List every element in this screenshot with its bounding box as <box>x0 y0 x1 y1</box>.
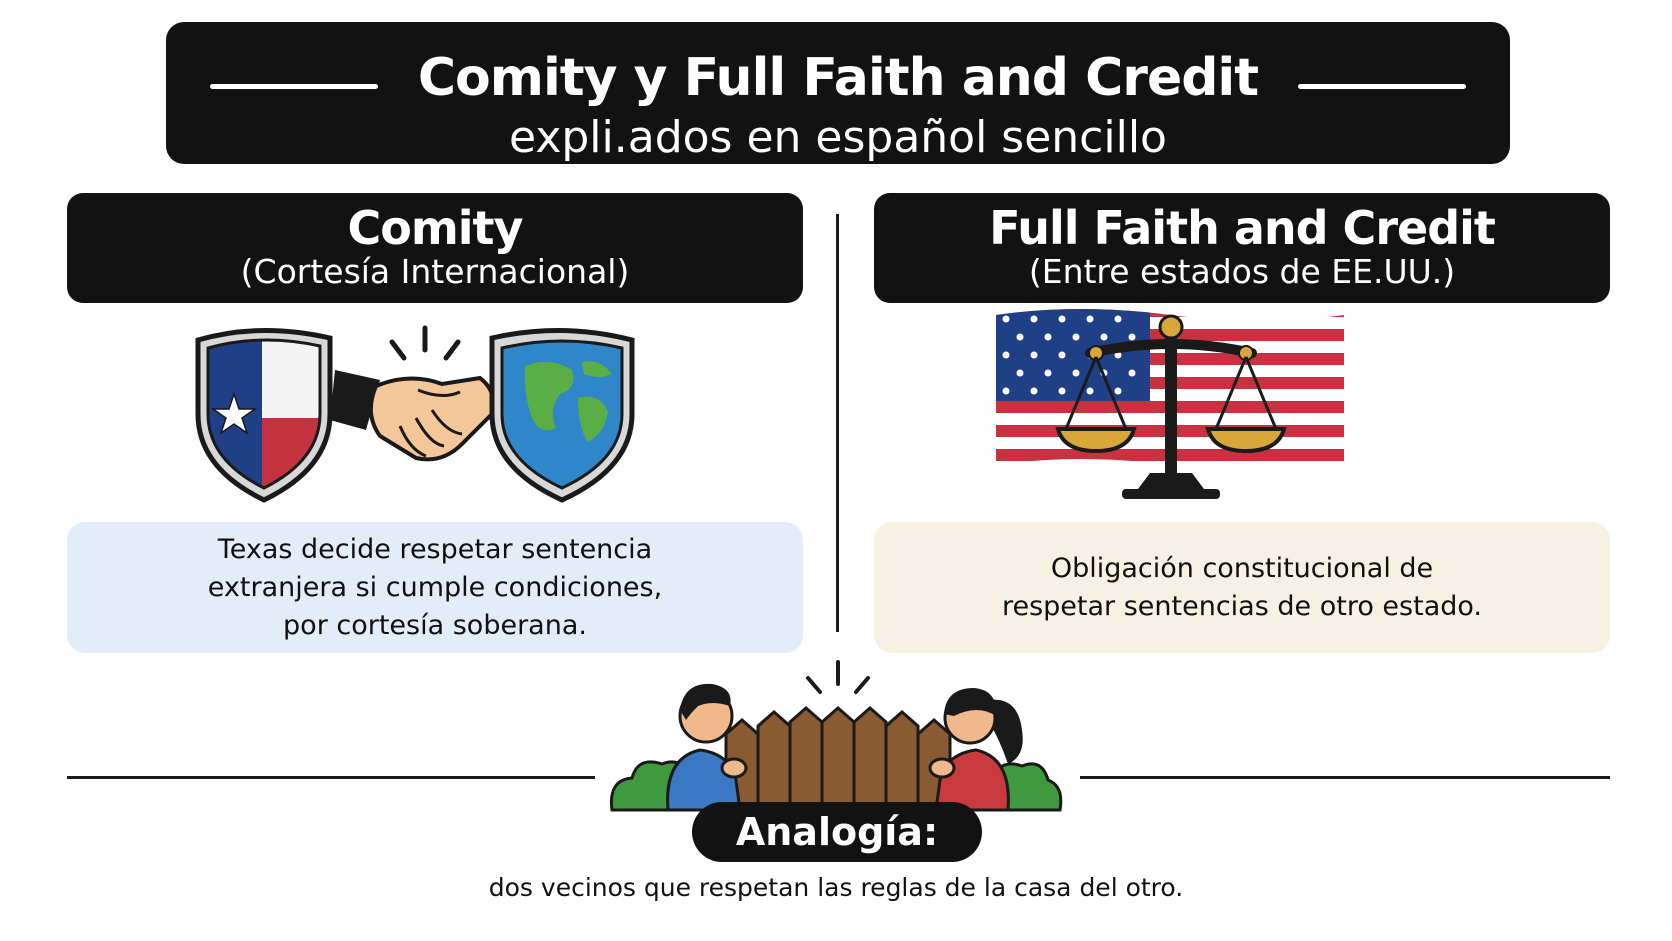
globe-shield-icon <box>489 328 635 503</box>
full-faith-header: Full Faith and Credit (Entre estados de … <box>874 193 1610 303</box>
analogy-rule-left <box>67 776 595 779</box>
full-faith-illustration <box>996 309 1344 499</box>
us-flag-icon <box>996 309 1344 471</box>
analogy-illustration <box>609 660 1063 812</box>
neighbor-woman-icon <box>928 688 1023 812</box>
analogy-label: Analogía: <box>692 802 982 862</box>
analogy-rule-right <box>1080 776 1610 779</box>
texas-flag-shield-icon <box>195 328 333 503</box>
page-title: Comity y Full Faith and Credit <box>417 48 1259 108</box>
neighbor-man-icon <box>666 683 748 812</box>
comity-subtitle: (Cortesía Internacional) <box>240 252 630 291</box>
banner-rule-left <box>210 84 378 89</box>
title-banner: Comity y Full Faith and Credit expli.ado… <box>166 22 1510 164</box>
full-faith-subtitle: (Entre estados de EE.UU.) <box>1028 252 1456 291</box>
page-subtitle: expli.ados en español sencillo <box>509 112 1167 163</box>
wooden-fence-icon <box>724 660 952 812</box>
full-faith-description-box: Obligación constitucional de respetar se… <box>874 522 1610 653</box>
comity-title: Comity <box>347 201 523 255</box>
comity-description-line: Texas decide respetar sentencia <box>217 533 653 565</box>
comity-description-box: Texas decide respetar sentencia extranje… <box>67 522 803 653</box>
comity-illustration <box>195 325 635 503</box>
full-faith-description-line: Obligación constitucional de <box>1050 552 1434 584</box>
scales-of-justice-icon <box>1055 314 1287 499</box>
banner-rule-right <box>1298 84 1466 89</box>
comity-description-line: extranjera si cumple condiciones, <box>207 571 663 603</box>
comity-header: Comity (Cortesía Internacional) <box>67 193 803 303</box>
full-faith-description-line: respetar sentencias de otro estado. <box>1001 590 1482 622</box>
comity-description-line: por cortesía soberana. <box>283 609 587 641</box>
analogy-caption: dos vecinos que respetan las reglas de l… <box>488 873 1184 902</box>
full-faith-title: Full Faith and Credit <box>989 201 1496 255</box>
center-divider <box>836 214 839 632</box>
